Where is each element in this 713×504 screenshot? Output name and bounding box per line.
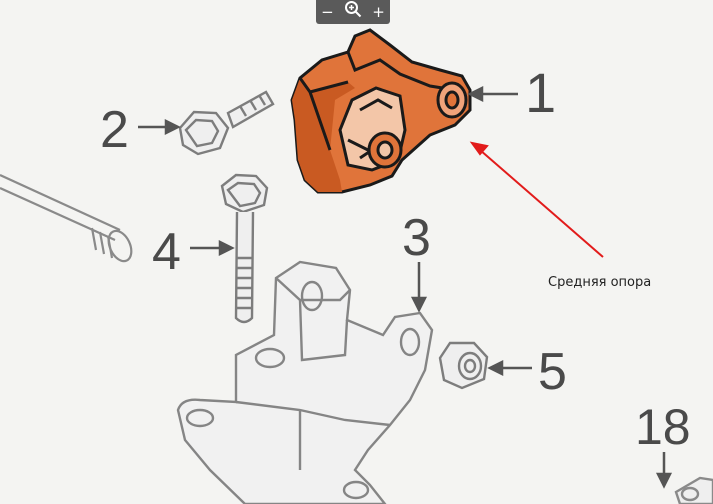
callout-5: 5 bbox=[538, 343, 567, 401]
magnifier-zoom-icon[interactable] bbox=[344, 0, 362, 25]
zoom-in-button[interactable]: + bbox=[372, 3, 385, 21]
bracket-part-3 bbox=[176, 260, 434, 504]
zoom-toolbar: − + bbox=[316, 0, 390, 24]
zoom-out-button[interactable]: − bbox=[321, 3, 334, 21]
annotation-arrow bbox=[469, 141, 604, 258]
nut-part-5 bbox=[438, 341, 489, 390]
middle-mount-part-1 bbox=[290, 28, 472, 194]
part-18-fragment bbox=[674, 476, 713, 504]
bolt-part-2 bbox=[178, 90, 275, 156]
bolt-part-4 bbox=[220, 173, 269, 324]
callout-3: 3 bbox=[402, 209, 431, 267]
callout-18: 18 bbox=[635, 399, 691, 455]
callout-1: 1 bbox=[525, 61, 557, 124]
callout-arrows bbox=[138, 85, 673, 489]
callout-4: 4 bbox=[152, 223, 181, 281]
callout-2: 2 bbox=[100, 101, 129, 159]
shaft-part bbox=[0, 174, 133, 263]
annotation-label: Средняя опора bbox=[548, 275, 652, 290]
